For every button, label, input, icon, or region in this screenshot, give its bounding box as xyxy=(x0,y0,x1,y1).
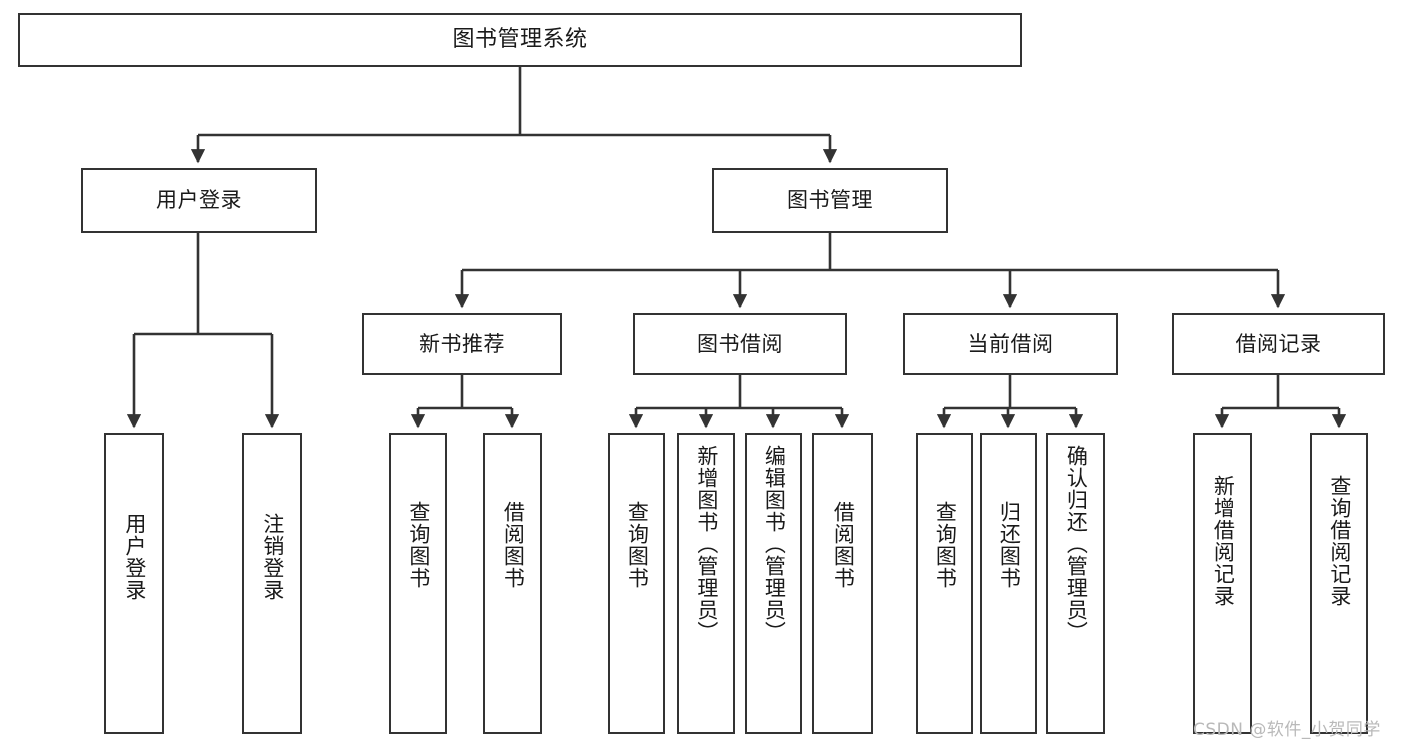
leaf-user-logout[interactable]: 注销登录 xyxy=(242,433,302,734)
leaf-user-login[interactable]: 用户登录 xyxy=(104,433,164,734)
node-label: 确认归还（管理员） xyxy=(1064,445,1089,643)
node-label: 用户登录 xyxy=(156,188,242,213)
node-label: 图书管理系统 xyxy=(452,27,588,53)
node-label: 借阅记录 xyxy=(1235,331,1322,356)
node-label: 编辑图书（管理员） xyxy=(762,445,787,643)
node-label: 新书推荐 xyxy=(419,331,505,356)
node-label: 查询图书 xyxy=(625,501,650,589)
leaf-query-book-recommend[interactable]: 查询图书 xyxy=(389,433,447,734)
leaf-borrow-book-recommend[interactable]: 借阅图书 xyxy=(483,433,542,734)
leaf-borrow-book[interactable]: 借阅图书 xyxy=(812,433,873,734)
node-new-book-recommend[interactable]: 新书推荐 xyxy=(362,313,562,375)
node-label: 查询借阅记录 xyxy=(1327,475,1352,607)
node-label: 图书管理 xyxy=(787,188,873,213)
node-label: 用户登录 xyxy=(122,513,147,601)
node-label: 借阅图书 xyxy=(501,501,526,589)
leaf-edit-book-admin[interactable]: 编辑图书（管理员） xyxy=(745,433,802,734)
leaf-add-borrow-record[interactable]: 新增借阅记录 xyxy=(1193,433,1252,734)
watermark: CSDN @软件_小贺同学 xyxy=(1193,720,1381,740)
node-current-borrow[interactable]: 当前借阅 xyxy=(903,313,1118,375)
node-label: 新增借阅记录 xyxy=(1211,475,1236,607)
node-label: 当前借阅 xyxy=(967,331,1054,356)
node-book-borrow[interactable]: 图书借阅 xyxy=(633,313,847,375)
leaf-confirm-return-admin[interactable]: 确认归还（管理员） xyxy=(1046,433,1105,734)
leaf-query-borrow-record[interactable]: 查询借阅记录 xyxy=(1310,433,1368,734)
leaf-query-book-borrow[interactable]: 查询图书 xyxy=(608,433,665,734)
node-label: 查询图书 xyxy=(406,501,431,589)
node-book-management[interactable]: 图书管理 xyxy=(712,168,948,233)
node-user-login[interactable]: 用户登录 xyxy=(81,168,317,233)
leaf-add-book-admin[interactable]: 新增图书（管理员） xyxy=(677,433,735,734)
node-root-system[interactable]: 图书管理系统 xyxy=(18,13,1022,67)
node-label: 新增图书（管理员） xyxy=(694,445,719,643)
node-label: 图书借阅 xyxy=(697,331,783,356)
leaf-query-book-current[interactable]: 查询图书 xyxy=(916,433,973,734)
node-label: 查询图书 xyxy=(933,501,958,589)
node-label: 借阅图书 xyxy=(831,501,856,589)
node-label: 注销登录 xyxy=(260,513,285,601)
leaf-return-book[interactable]: 归还图书 xyxy=(980,433,1037,734)
node-label: 归还图书 xyxy=(997,501,1022,589)
node-borrow-record[interactable]: 借阅记录 xyxy=(1172,313,1385,375)
